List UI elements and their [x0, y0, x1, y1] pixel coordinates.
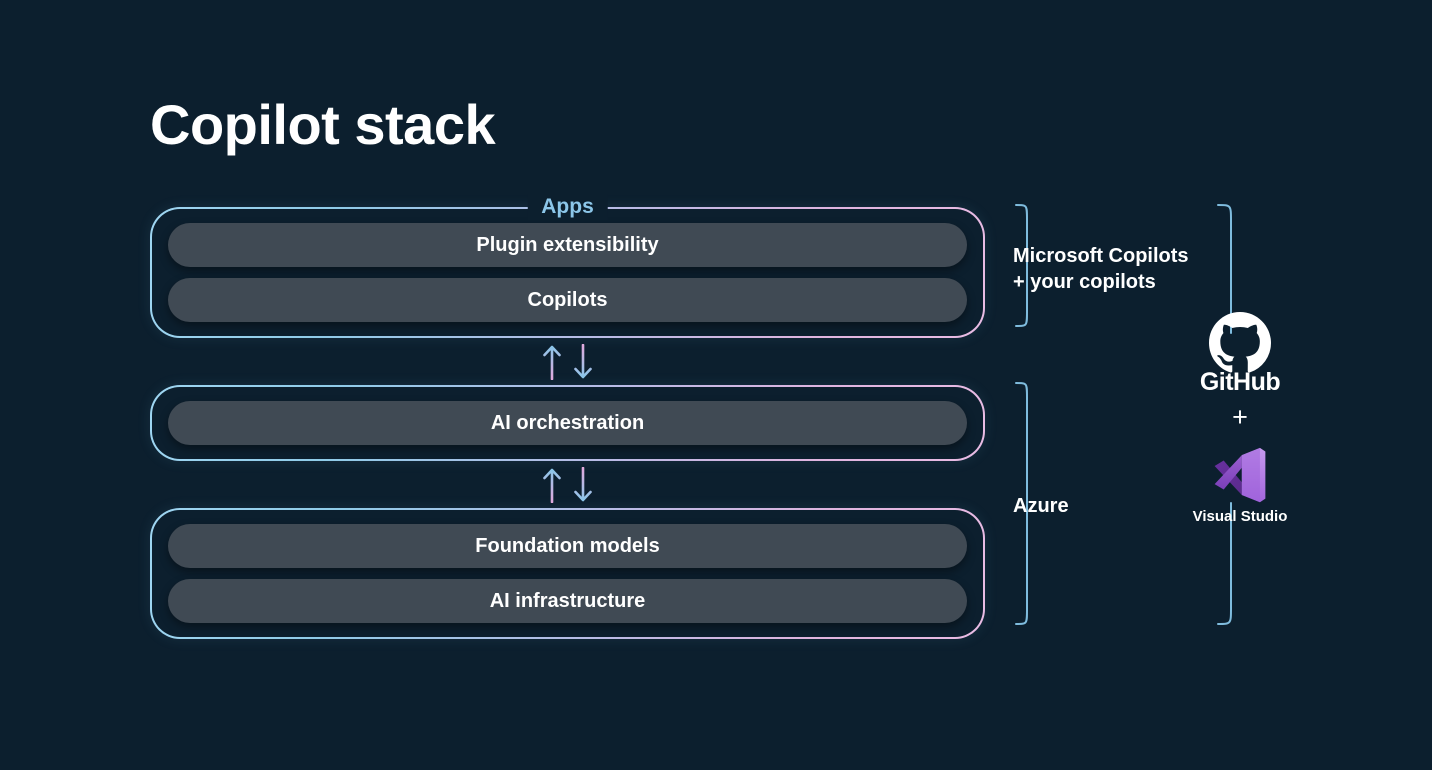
page-title: Copilot stack — [150, 93, 496, 156]
azure-brace-icon — [1015, 382, 1028, 625]
stack-layer-orchestration: AI orchestration — [150, 385, 985, 461]
visual-studio-infinity-icon — [1214, 447, 1266, 503]
stack-layer-foundation-inner: Foundation models AI infrastructure — [152, 510, 983, 637]
github-caption: GitHub — [1199, 368, 1281, 396]
stack-layer-apps: Apps Plugin extensibility Copilots — [150, 194, 985, 338]
arrow-down-icon — [574, 466, 592, 501]
copilots-annotation-line1: Microsoft Copilots — [1013, 245, 1189, 267]
stack-item-plugin-extensibility[interactable]: Plugin extensibility — [168, 223, 967, 267]
stack-item-ai-orchestration[interactable]: AI orchestration — [168, 401, 967, 445]
stack-layer-apps-inner: Plugin extensibility Copilots — [152, 209, 983, 336]
arrow-down-icon — [574, 343, 592, 378]
tools-plus-separator: + — [1232, 402, 1248, 432]
layer-legend-apps: Apps — [527, 194, 608, 220]
stack-layer-orchestration-inner: AI orchestration — [152, 387, 983, 459]
visual-studio-logo-block: Visual Studio — [1170, 446, 1310, 525]
github-octocat-icon — [1209, 312, 1271, 373]
copilots-annotation: Microsoft Copilots + your copilots — [1013, 244, 1189, 295]
github-logo-block: GitHub — [1170, 312, 1310, 397]
stack-item-foundation-models[interactable]: Foundation models — [168, 524, 967, 568]
azure-annotation: Azure — [1013, 495, 1069, 517]
copilots-annotation-line2: + your copilots — [1013, 270, 1156, 293]
stack-item-ai-infrastructure[interactable]: AI infrastructure — [168, 579, 967, 623]
arrow-up-icon — [543, 468, 561, 503]
stack-connector-apps-orchestration — [150, 338, 985, 385]
arrow-up-icon — [543, 345, 561, 380]
copilot-stack: Apps Plugin extensibility Copilots — [150, 194, 985, 639]
copilots-brace-icon — [1015, 204, 1028, 327]
stack-connector-orchestration-foundation — [150, 461, 985, 508]
stack-item-copilots[interactable]: Copilots — [168, 278, 967, 322]
stack-layer-foundation: Foundation models AI infrastructure — [150, 508, 985, 639]
visual-studio-caption: Visual Studio — [1192, 508, 1288, 525]
tools-brace-icon — [1217, 204, 1232, 625]
